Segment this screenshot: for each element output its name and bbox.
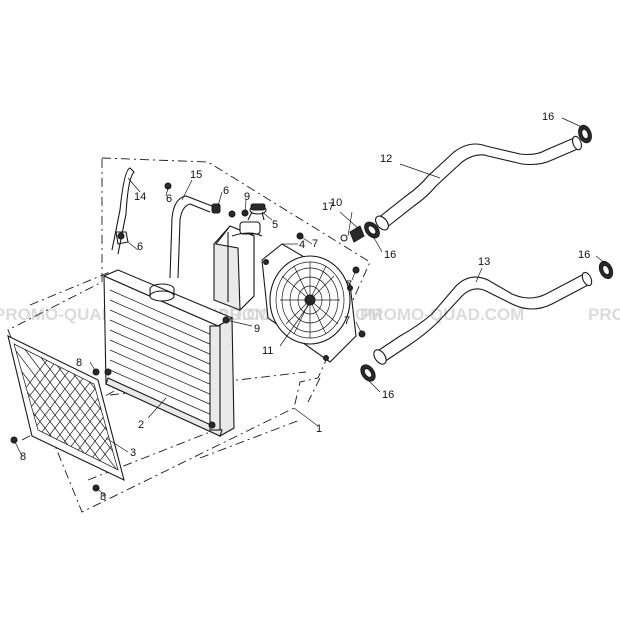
- callout-1: 1: [316, 423, 322, 435]
- callout-10: 10: [330, 197, 342, 209]
- callout-7: 7: [344, 315, 350, 327]
- upper-radiator-hose: [375, 135, 583, 231]
- hose-clamp: [360, 364, 376, 382]
- coolant-reservoir: [213, 211, 265, 312]
- watermark-text: PRO: [588, 305, 620, 324]
- callout-3: 3: [130, 447, 136, 459]
- reservoir-cap: [249, 203, 267, 215]
- callout-6: 6: [223, 185, 229, 197]
- callout-6: 6: [137, 241, 143, 253]
- callout-14: 14: [134, 191, 146, 203]
- radiator: [102, 269, 235, 437]
- lower-radiator-hose: [373, 271, 593, 365]
- callout-16: 16: [384, 249, 396, 261]
- callout-13: 13: [478, 256, 490, 268]
- callout-9: 9: [254, 323, 260, 335]
- overflow-hose: [164, 182, 221, 279]
- hose-clamp: [578, 124, 592, 144]
- callout-9: 9: [244, 191, 250, 203]
- bolt-fasteners: [10, 209, 366, 492]
- callout-17: 17: [322, 201, 334, 213]
- leader-lines: [13, 117, 607, 497]
- callout-7: 7: [312, 238, 318, 250]
- callout-8: 8: [76, 357, 82, 369]
- callout-7: 7: [346, 279, 352, 291]
- callout-5: 5: [272, 219, 278, 231]
- callout-16: 16: [382, 389, 394, 401]
- callout-8: 8: [100, 491, 106, 503]
- temperature-sensor: [340, 225, 365, 243]
- hose-clamp: [364, 221, 380, 239]
- hose-clamp: [598, 260, 614, 280]
- watermark-text: PROMO-QUAD.COM: [360, 305, 524, 324]
- callout-16: 16: [542, 111, 554, 123]
- callout-15: 15: [190, 169, 202, 181]
- callout-4: 4: [299, 239, 305, 251]
- callout-numbers: 1 2 3 4 5 6 6 6 7 7 7 8 8 8 9 9 10 11 12…: [20, 111, 590, 503]
- callout-6: 6: [166, 193, 172, 205]
- callout-2: 2: [138, 419, 144, 431]
- cooling-fan: [261, 243, 357, 363]
- callout-16: 16: [578, 249, 590, 261]
- callout-11: 11: [262, 345, 273, 357]
- callout-12: 12: [380, 153, 392, 165]
- callout-8: 8: [20, 451, 26, 463]
